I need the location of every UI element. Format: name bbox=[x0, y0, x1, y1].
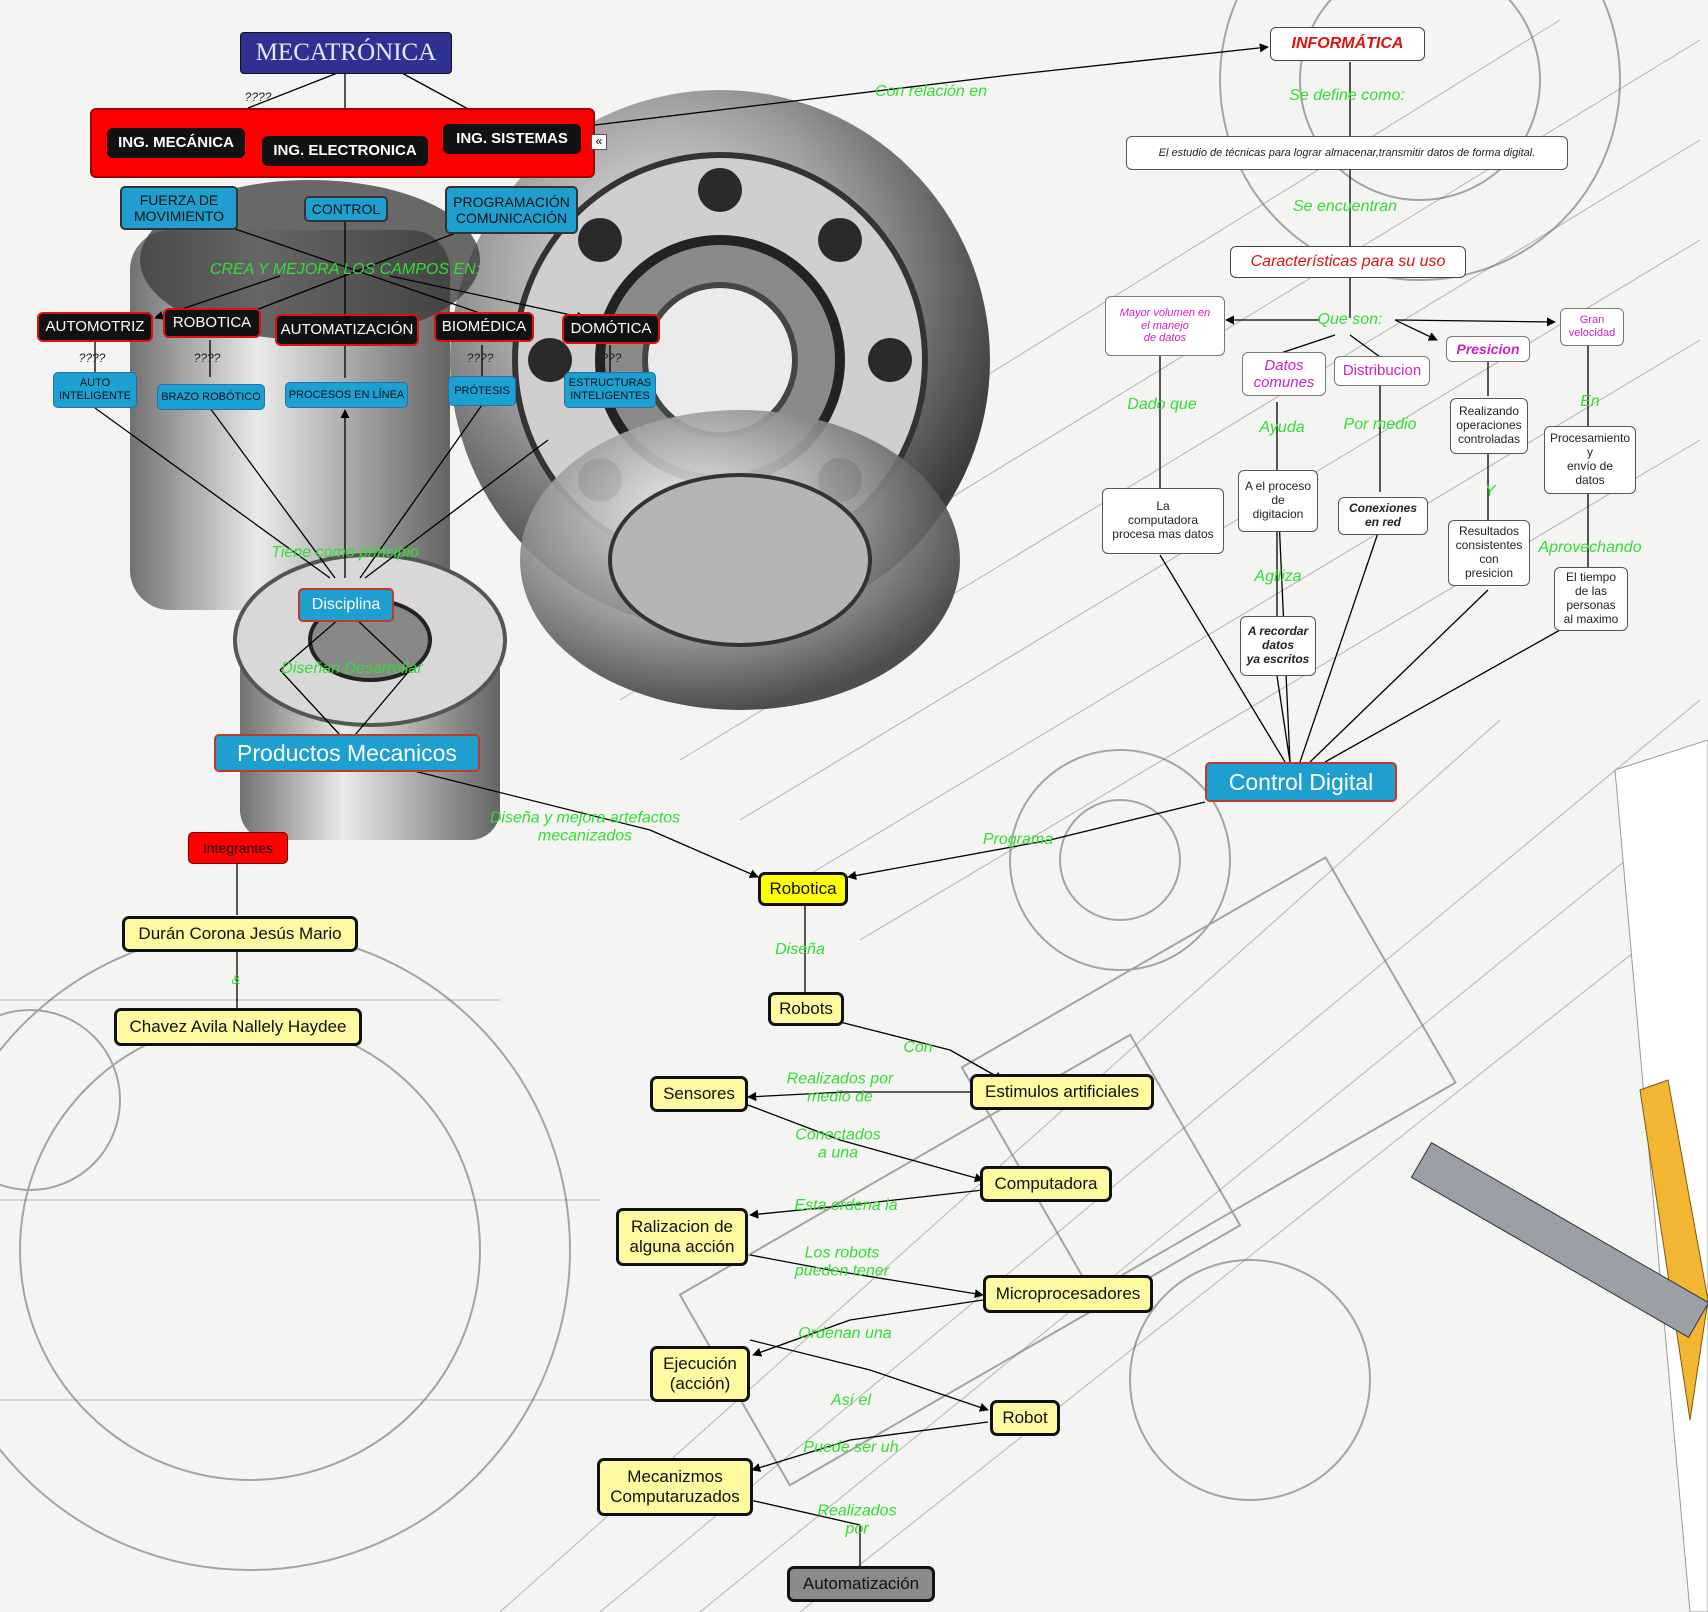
realizando-operaciones-node[interactable]: Realizando operaciones controladas bbox=[1450, 398, 1528, 454]
procesamiento-envio-node[interactable]: Procesamiento y envío de datos bbox=[1544, 426, 1636, 494]
label-tiene-principio: Tiene como principio bbox=[271, 544, 418, 562]
proceso-digitacion-node[interactable]: A el proceso de digitacion bbox=[1238, 470, 1318, 532]
datos-comunes-node[interactable]: Datos comunes bbox=[1242, 352, 1326, 396]
field-automotriz[interactable]: AUTOMOTRIZ bbox=[37, 312, 153, 342]
ing-sistemas[interactable]: ING. SISTEMAS bbox=[443, 124, 581, 154]
label-con-relacion: Con relación en bbox=[875, 83, 987, 101]
mayor-volumen-node[interactable]: Mayor volumen en el manejo de datos bbox=[1105, 296, 1225, 356]
label-crea-mejora: CREA Y MEJORA LOS CAMPOS EN: bbox=[210, 261, 480, 279]
recordar-datos-node[interactable]: A recordar datos ya escritos bbox=[1240, 616, 1316, 676]
tiempo-personas-node[interactable]: El tiempo de las personas al maximo bbox=[1554, 567, 1628, 631]
caracteristicas-node[interactable]: Características para su uso bbox=[1230, 246, 1466, 278]
question-marks: ???? bbox=[245, 90, 272, 104]
field-automatizacion[interactable]: AUTOMATIZACIÓN bbox=[275, 314, 419, 346]
label-aprovechando: Aprovechando bbox=[1538, 539, 1641, 557]
ing-electronica[interactable]: ING. ELECTRONICA bbox=[262, 136, 428, 166]
robots-node[interactable]: Robots bbox=[768, 992, 844, 1026]
app-auto-inteligente[interactable]: AUTO INTELIGENTE bbox=[53, 372, 137, 408]
question-marks: ???? bbox=[595, 351, 622, 365]
mecatronica-title[interactable]: MECATRÓNICA bbox=[240, 32, 452, 74]
gran-velocidad-node[interactable]: Gran velocidad bbox=[1560, 308, 1624, 346]
conexiones-red-node[interactable]: Conexiones en red bbox=[1338, 497, 1428, 535]
label-puede-ser: Puede ser uh bbox=[803, 1439, 898, 1457]
app-estructuras[interactable]: ESTRUCTURAS INTELIGENTES bbox=[564, 372, 656, 408]
label-ampersand: & bbox=[232, 973, 241, 987]
sensores-node[interactable]: Sensores bbox=[650, 1076, 748, 1112]
member-chavez[interactable]: Chavez Avila Nallely Haydee bbox=[114, 1008, 362, 1046]
app-procesos-linea[interactable]: PROCESOS EN LÍNEA bbox=[285, 382, 408, 408]
question-marks: ???? bbox=[467, 351, 494, 365]
disciplina-node[interactable]: Disciplina bbox=[298, 588, 394, 622]
label-ayuda: Ayuda bbox=[1259, 419, 1304, 437]
estimulos-node[interactable]: Estimulos artificiales bbox=[970, 1074, 1154, 1110]
integrantes-node[interactable]: Integrantes bbox=[188, 832, 288, 864]
definition-node[interactable]: El estudio de técnicas para lograr almac… bbox=[1126, 136, 1568, 170]
automatizacion-node[interactable]: Automatización bbox=[787, 1566, 935, 1602]
label-por-medio: Por medio bbox=[1344, 416, 1417, 434]
realizacion-node[interactable]: Ralizacion de alguna acción bbox=[616, 1208, 748, 1266]
label-ordenan: Ordenan una bbox=[798, 1325, 891, 1343]
presicion-node[interactable]: Presicion bbox=[1446, 336, 1530, 362]
computadora-node[interactable]: Computadora bbox=[980, 1166, 1112, 1202]
app-brazo-robotico[interactable]: BRAZO ROBÓTICO bbox=[157, 384, 265, 410]
label-los-robots: Los robots pueden tener bbox=[795, 1244, 889, 1279]
label-agiliza: Agiliza bbox=[1254, 568, 1301, 586]
question-marks: ???? bbox=[79, 351, 106, 365]
productos-mecanicos-node[interactable]: Productos Mecanicos bbox=[214, 734, 480, 772]
label-disena: Diseña bbox=[775, 941, 825, 959]
area-fuerza[interactable]: FUERZA DE MOVIMIENTO bbox=[120, 186, 238, 230]
label-asi-el: Así el bbox=[831, 1392, 871, 1410]
ejecucion-node[interactable]: Ejecución (acción) bbox=[650, 1346, 750, 1402]
label-realizados-medio: Realizados por medio de bbox=[787, 1070, 894, 1105]
label-que-son: Que son: bbox=[1318, 311, 1383, 329]
label-se-encuentran: Se encuentran bbox=[1293, 198, 1397, 216]
member-duran[interactable]: Durán Corona Jesús Mario bbox=[122, 916, 358, 952]
field-biomedica[interactable]: BIOMÉDICA bbox=[434, 312, 534, 342]
distribucion-node[interactable]: Distribucion bbox=[1334, 356, 1430, 386]
area-control[interactable]: CONTROL bbox=[304, 196, 388, 222]
label-y: Y bbox=[1485, 483, 1496, 501]
microprocesadores-node[interactable]: Microprocesadores bbox=[983, 1275, 1153, 1313]
computadora-procesa-node[interactable]: La computadora procesa mas datos bbox=[1102, 488, 1224, 554]
label-dado-que: Dado que bbox=[1127, 396, 1196, 414]
label-se-define: Se define como: bbox=[1289, 87, 1405, 105]
ing-mecanica[interactable]: ING. MECÁNICA bbox=[107, 128, 245, 158]
resultados-consistentes-node[interactable]: Resultados consistentes con presicion bbox=[1448, 520, 1530, 586]
label-conectados: Conectados a una bbox=[795, 1126, 880, 1161]
label-programa: Programa bbox=[983, 831, 1053, 849]
robotica-node[interactable]: Robotica bbox=[758, 872, 848, 906]
label-esta-ordena: Esta ordena la bbox=[794, 1197, 897, 1215]
field-robotica[interactable]: ROBOTICA bbox=[163, 308, 261, 338]
label-realizados-por: Realizados por bbox=[817, 1502, 896, 1537]
control-digital-node[interactable]: Control Digital bbox=[1205, 762, 1397, 802]
label-disena-mejora: Diseña y mejora artefactos mecanizados bbox=[490, 809, 680, 844]
app-protesis[interactable]: PRÓTESIS bbox=[448, 376, 516, 406]
label-disenan-desarrollar: Diseñan Desarrollar bbox=[281, 660, 422, 678]
collapse-icon[interactable]: « bbox=[591, 134, 607, 150]
robot-node[interactable]: Robot bbox=[990, 1400, 1060, 1436]
area-programacion[interactable]: PROGRAMACIÓN COMUNICACIÓN bbox=[445, 186, 578, 234]
informatica-node[interactable]: INFORMÁTICA bbox=[1270, 27, 1425, 61]
label-con: Con bbox=[903, 1039, 932, 1057]
field-domotica[interactable]: DOMÓTICA bbox=[562, 314, 660, 344]
label-en: En bbox=[1580, 393, 1600, 411]
mecanismos-node[interactable]: Mecanizmos Computaruzados bbox=[597, 1458, 753, 1516]
question-marks: ???? bbox=[194, 351, 221, 365]
